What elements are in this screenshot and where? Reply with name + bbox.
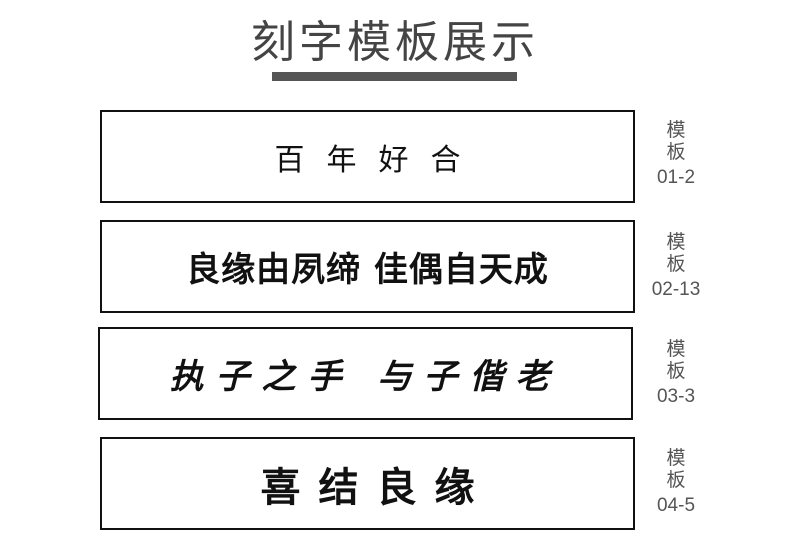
template-label-word-3: 模板 [666,339,686,382]
template-code-4: 04-5 [656,495,696,516]
template-code-1: 01-2 [656,167,696,188]
template-text-4: 喜结良缘 [260,463,493,511]
template-text-1: 百年好合 [274,142,483,178]
page-title: 刻字模板展示 [251,17,539,68]
template-box-3: 执子之手 与子偕老 [98,327,633,420]
template-label-2: 模板 02-13 [646,232,706,302]
template-label-3: 模板 03-3 [646,339,706,409]
title-underline-bar [272,72,517,81]
template-box-4: 喜结良缘 [100,437,635,530]
template-code-2: 02-13 [651,279,701,300]
template-label-4: 模板 04-5 [646,448,706,518]
template-box-1: 百年好合 [100,110,635,203]
template-label-word-2: 模板 [666,232,686,275]
template-label-word-4: 模板 [666,448,686,491]
template-label-word-1: 模板 [666,120,686,163]
template-text-3: 执子之手 与子偕老 [169,357,562,397]
template-code-3: 03-3 [656,386,696,407]
template-label-1: 模板 01-2 [646,120,706,190]
template-box-2: 良缘由夙缔 佳偶自天成 [100,220,635,313]
template-text-2: 良缘由夙缔 佳偶自天成 [186,250,549,290]
